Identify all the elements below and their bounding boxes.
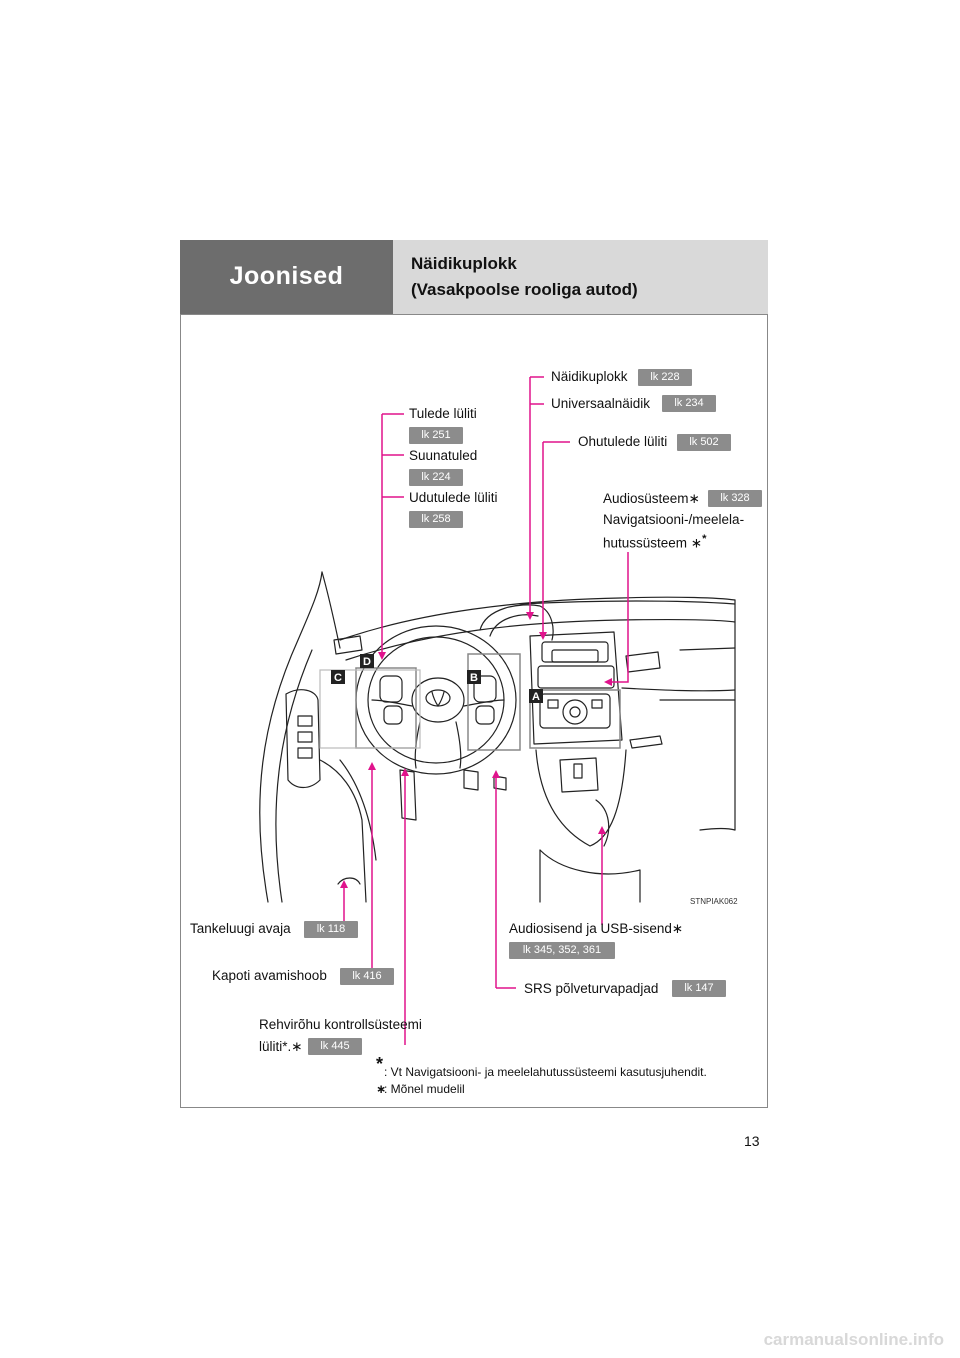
marker-d-label: D <box>363 656 371 668</box>
marker-a <box>529 689 543 703</box>
page-title-line2: (Vasakpoolse rooliga autod) <box>411 280 638 299</box>
audiosisend-text: Audiosisend ja USB-sisend <box>509 921 672 936</box>
callout-universaalnaidik: Universaalnäidik <box>551 396 651 411</box>
footnote2-text: : Mõnel mudelil <box>384 1082 465 1096</box>
audiosusteem-mark: ∗ <box>688 491 700 506</box>
page-ref-audiosisend: lk 345, 352, 361 <box>509 942 615 959</box>
page-ref-universaalnaidik: lk 234 <box>662 395 716 412</box>
marker-b <box>467 670 481 684</box>
callout-navigatsioon-line2: hutussüsteem ∗* <box>603 533 707 552</box>
callout-kapoti-avamishoob: Kapoti avamishoob <box>212 968 327 983</box>
marker-c-label: C <box>334 672 342 684</box>
callout-audiosusteem: Audiosüsteem∗ <box>603 491 700 507</box>
navigatsioon-text: hutussüsteem <box>603 535 688 551</box>
page-ref-suunatuled: lk 224 <box>409 469 463 486</box>
page-ref-rehvirohu: lk 445 <box>308 1038 362 1055</box>
page-ref-tankeluugi-avaja: lk 118 <box>304 921 358 938</box>
callout-audiosisend: Audiosisend ja USB-sisend∗ <box>509 921 683 937</box>
navigatsioon-mark: ∗ <box>690 535 703 551</box>
marker-c <box>331 670 345 684</box>
callout-rehvirohu-line2: lüliti*.∗ <box>259 1039 303 1055</box>
callout-tankeluugi-avaja: Tankeluugi avaja <box>190 921 291 936</box>
footnote2-symbol: ∗ <box>376 1082 387 1096</box>
callout-navigatsioon-line1: Navigatsiooni-/meelela- <box>603 512 745 527</box>
page-ref-tulede-luliti: lk 251 <box>409 427 463 444</box>
page-ref-naidikuplokk: lk 228 <box>638 369 692 386</box>
marker-b-label: B <box>470 672 478 684</box>
header-divider <box>180 314 768 315</box>
callout-ohutulede-luliti: Ohutulede lüliti <box>578 434 668 449</box>
footnote1-text: : Vt Navigatsiooni- ja meelelahutussüste… <box>384 1065 707 1079</box>
leader-lines <box>343 376 629 1045</box>
callout-srs: SRS põlveturvapadjad <box>524 981 659 996</box>
page-ref-udutulede-luliti: lk 258 <box>409 511 463 528</box>
navigatsioon-sup: * <box>702 533 707 545</box>
footnote1-symbol: * <box>376 1054 384 1074</box>
callout-suunatuled: Suunatuled <box>409 448 478 463</box>
watermark: carmanualsonline.info <box>763 1330 944 1349</box>
image-code: STNPIAK062 <box>690 897 738 906</box>
audiosusteem-text: Audiosüsteem <box>603 491 689 506</box>
callout-tulede-luliti: Tulede lüliti <box>409 406 477 421</box>
marker-d <box>360 654 374 668</box>
marker-a-label: A <box>532 691 540 703</box>
page-title-bar: Näidikuplokk (Vasakpoolse rooliga autod) <box>393 240 768 314</box>
page-ref-audiosusteem: lk 328 <box>708 490 762 507</box>
callout-rehvirohu-line1: Rehvirõhu kontrollsüsteemi <box>259 1017 422 1032</box>
section-tab: Joonised <box>180 240 393 314</box>
page-ref-ohutulede-luliti: lk 502 <box>677 434 731 451</box>
page-ref-kapoti-avamishoob: lk 416 <box>340 968 394 985</box>
section-tab-label: Joonised <box>229 262 344 290</box>
page-number: 13 <box>744 1133 760 1149</box>
callout-naidikuplokk: Näidikuplokk <box>551 369 628 384</box>
rehvirohu-mark: ∗ <box>291 1039 303 1054</box>
rehvirohu-text: lüliti*. <box>259 1039 292 1054</box>
page-title-line1: Näidikuplokk <box>411 254 517 273</box>
page-ref-srs: lk 147 <box>672 980 726 997</box>
callout-udutulede-luliti: Udutulede lüliti <box>409 490 498 505</box>
audiosisend-mark: ∗ <box>671 921 684 936</box>
